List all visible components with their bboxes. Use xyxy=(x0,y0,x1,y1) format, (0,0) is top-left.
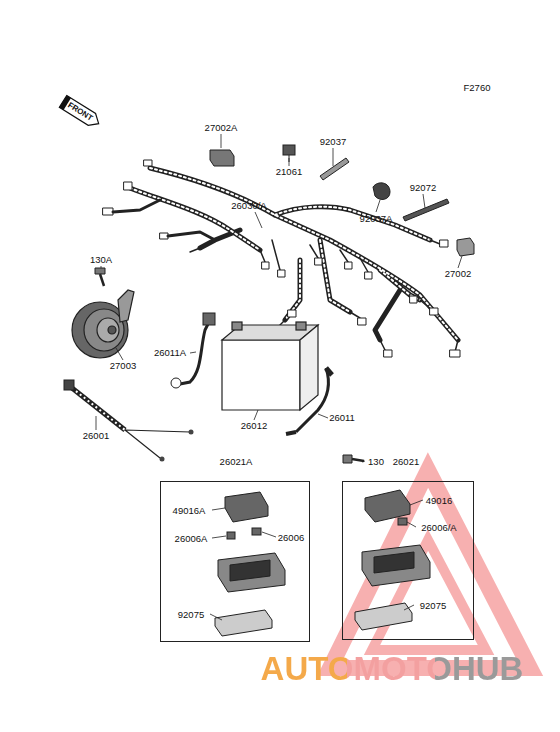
front-badge xyxy=(59,95,102,129)
callout-number: 26001 xyxy=(82,430,110,442)
callout-number: 27002 xyxy=(444,268,472,280)
watermark: AUTOMOTOHUB xyxy=(260,651,525,686)
callout-number: 26030/A xyxy=(230,200,267,212)
callout-number: 26006A xyxy=(174,533,209,545)
callout-number: 92037A xyxy=(359,213,394,225)
callout-number: 49016A xyxy=(172,505,207,517)
callout-number: 92075 xyxy=(419,600,447,612)
watermark-triangle xyxy=(330,470,530,668)
callout-number: 27003 xyxy=(109,360,137,372)
sub-harness xyxy=(64,380,194,462)
small-parts xyxy=(210,145,474,256)
figure-number: F2760 xyxy=(463,82,492,94)
callout-number: 26012 xyxy=(240,420,268,432)
callout-number: 92037 xyxy=(319,136,347,148)
bolts xyxy=(95,268,364,463)
battery xyxy=(222,322,318,410)
group-number: 26021A xyxy=(219,456,254,468)
callout-number: 49016 xyxy=(425,495,453,507)
wire-harness xyxy=(103,160,460,357)
callout-number: 26006/A xyxy=(420,522,457,534)
callout-number: 21061 xyxy=(275,166,303,178)
parts-group-box: 260214901626006/A92075 xyxy=(342,481,474,640)
callout-number: 130 xyxy=(367,456,385,468)
callout-number: 26011 xyxy=(328,412,356,424)
battery-cables xyxy=(171,313,332,434)
callout-number: 92075 xyxy=(177,609,205,621)
callout-number: 26011A xyxy=(153,347,187,359)
callout-number: 26006 xyxy=(277,532,305,544)
relay-box-parts xyxy=(215,490,430,636)
horn xyxy=(72,290,134,358)
leader-lines xyxy=(96,134,462,620)
callout-number: 92072 xyxy=(409,182,437,194)
group-number: 26021 xyxy=(392,456,420,468)
callout-number: 27002A xyxy=(204,122,239,134)
parts-group-box: 26021A49016A26006A2600692075 xyxy=(160,481,310,642)
callout-number: 130A xyxy=(89,254,113,266)
